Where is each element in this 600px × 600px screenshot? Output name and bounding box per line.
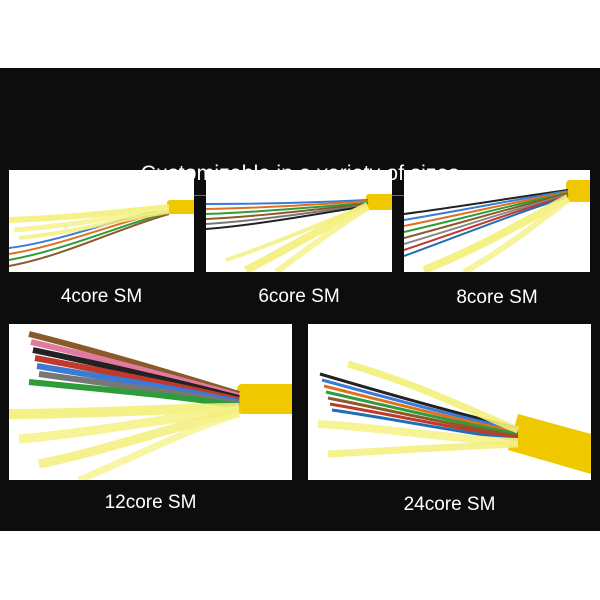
- cable-photo-8core: [404, 170, 590, 272]
- product-label-4core: 4core SM: [60, 286, 143, 307]
- cable-12core-image: [9, 331, 292, 480]
- cable-photo-24core: [308, 324, 591, 480]
- cable-photo-4core: [9, 170, 194, 272]
- product-label-8core: 8core SM: [456, 287, 538, 308]
- cable-8core-image: [404, 180, 590, 272]
- cable-6core-image: [206, 194, 392, 272]
- cable-24core-image: [317, 360, 591, 474]
- product-label-6core: 6core SM: [258, 286, 340, 307]
- cable-photo-6core: [206, 170, 392, 272]
- product-label-24core: 24core SM: [403, 494, 496, 515]
- product-label-12core: 12core SM: [104, 492, 197, 513]
- cable-photo-12core: [9, 324, 292, 480]
- cable-4core-image: [9, 200, 194, 267]
